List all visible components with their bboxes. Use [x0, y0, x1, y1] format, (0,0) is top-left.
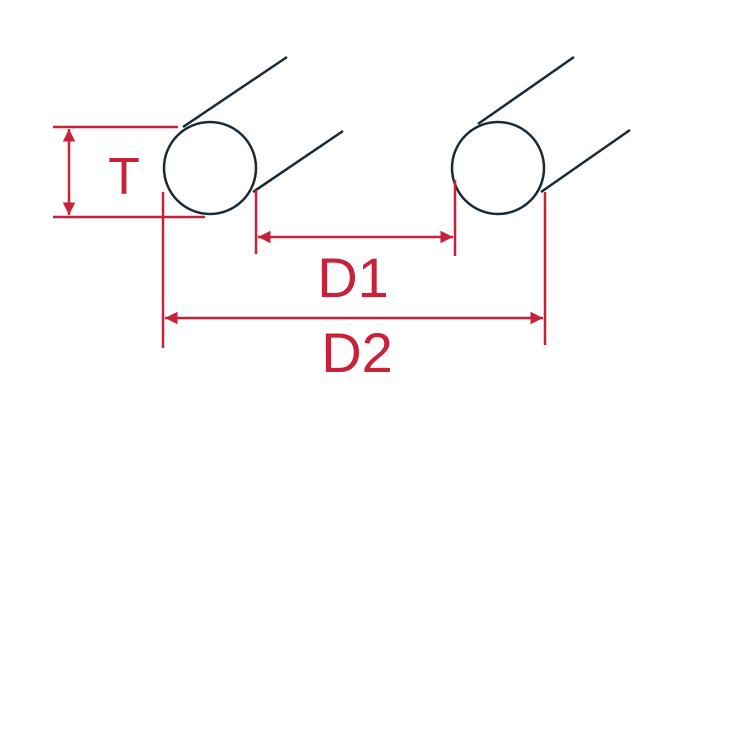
right-top-tangent-line [477, 55, 575, 126]
d2-label: D2 [321, 321, 393, 384]
left-top-tangent-line [182, 55, 288, 129]
right-cross-section-circle [450, 120, 546, 216]
left-bottom-tangent-line [252, 129, 344, 194]
o-ring-right-section [450, 55, 631, 216]
left-cross-section-circle [162, 120, 258, 216]
o-ring-left-section [162, 55, 344, 216]
d1-label: D1 [317, 246, 389, 309]
outer-diameter-dimension [161, 192, 547, 348]
thickness-label: T [108, 148, 140, 206]
thickness-dimension [53, 125, 205, 219]
right-bottom-tangent-line [540, 128, 631, 194]
inner-diameter-dimension [254, 180, 457, 256]
